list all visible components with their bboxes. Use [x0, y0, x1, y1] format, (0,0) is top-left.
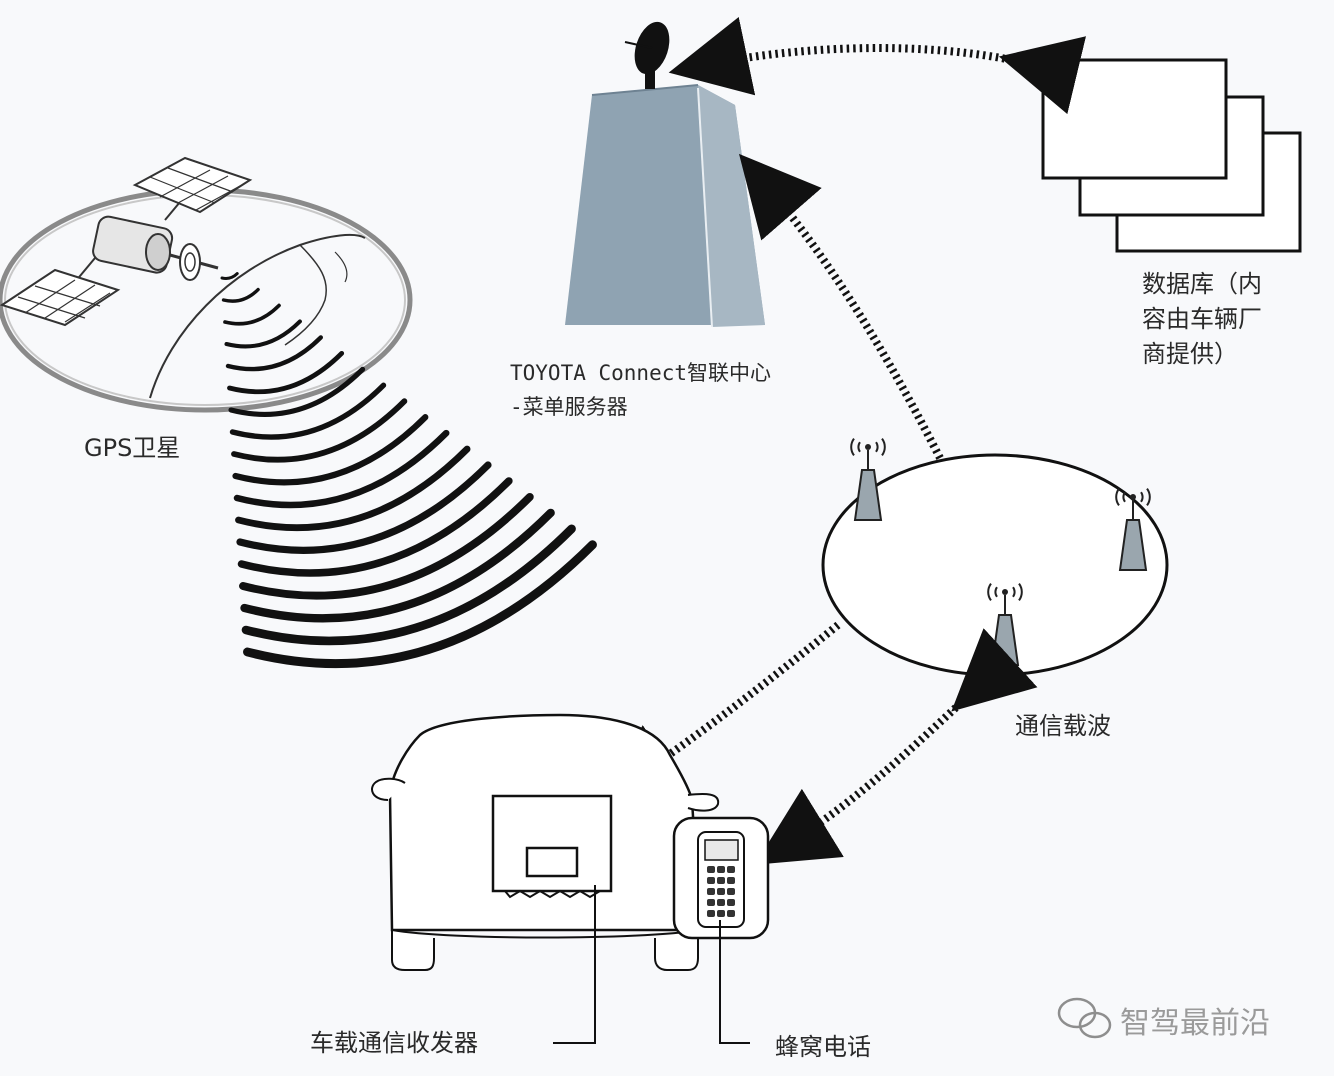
signal-link	[754, 628, 1038, 865]
cellphone-icon	[672, 816, 770, 940]
server-building-icon	[565, 21, 765, 328]
gps-wave-arc	[231, 398, 408, 463]
gps-wave-arc	[241, 524, 576, 646]
gps-wave-arc	[227, 350, 345, 395]
server-label-line2: -菜单服务器	[510, 395, 628, 419]
gps-wave-arc	[240, 508, 555, 623]
cellphone-keypad	[707, 866, 735, 917]
gps-wave-arc	[220, 272, 239, 280]
gps-wave-arc	[232, 414, 429, 486]
gps-wave-arc	[236, 461, 492, 554]
gps-wave-arc	[223, 303, 281, 326]
database-stack-icon	[1041, 58, 1302, 253]
signal-link	[739, 153, 944, 460]
carrier-label: 通信载波	[1015, 712, 1111, 740]
transceiver-unit-icon	[491, 794, 613, 899]
signal-link	[668, 16, 1087, 115]
gps-wave-arc	[229, 382, 387, 440]
server-label-line1: TOYOTA Connect智联中心	[510, 361, 772, 385]
watermark-text: 智驾最前沿	[1120, 1006, 1270, 1041]
gps-wave-arc	[224, 319, 302, 349]
database-label-line1: 数据库（内	[1142, 270, 1262, 298]
cell-tower-icon	[850, 438, 886, 521]
gps-wave-arc	[243, 540, 597, 669]
gps-wave-arc	[225, 335, 323, 372]
gps-wave-arc	[237, 477, 513, 577]
gps-wave-arc	[221, 287, 260, 303]
communication-links	[598, 16, 1087, 865]
leader-lines	[553, 885, 750, 1044]
gps-wave-arc	[233, 429, 450, 509]
gps-signal-waves	[220, 272, 597, 669]
cellphone-label: 蜂窝电话	[775, 1033, 871, 1061]
database-label-line2: 容由车辆厂	[1142, 305, 1262, 333]
gps-wave-arc	[228, 366, 366, 417]
cell-tower-icon	[1115, 488, 1151, 571]
wechat-icon	[1057, 997, 1112, 1039]
gps-wave-arc	[235, 445, 471, 532]
database-label-line3: 商提供）	[1142, 340, 1238, 368]
gps-satellite-label: GPS卫星	[84, 434, 181, 462]
gps-wave-arc	[239, 492, 534, 600]
transceiver-label: 车载通信收发器	[310, 1029, 478, 1057]
satellite-icon	[0, 156, 253, 327]
